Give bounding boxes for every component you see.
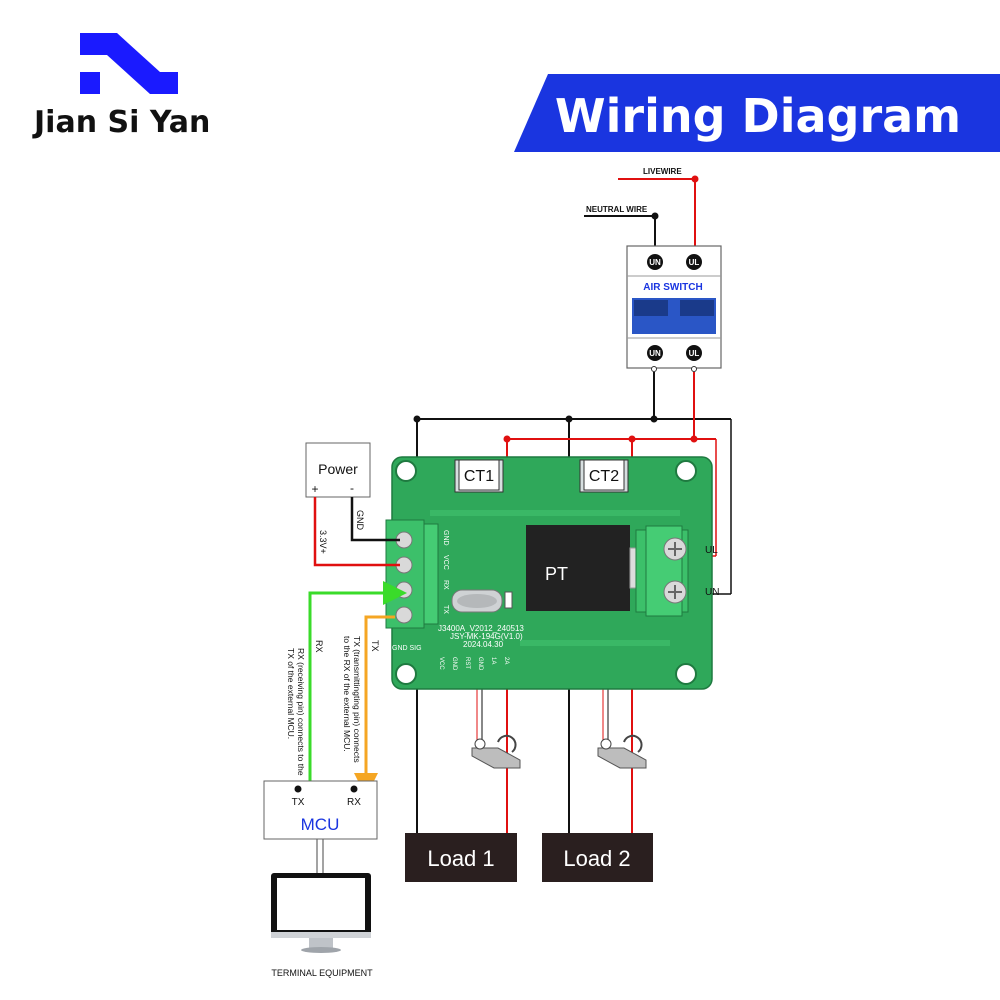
neutral-wire-label: NEUTRAL WIRE — [586, 205, 648, 214]
mains-terminal — [635, 525, 689, 617]
page-title: Wiring Diagram — [555, 89, 961, 143]
metering-board: PT J3400A_V2012_240513 JSY-MK-194G(V1.0)… — [385, 456, 713, 690]
load-1-label: Load 1 — [427, 846, 494, 871]
pin-label-tx: TX — [442, 605, 449, 614]
mcu-rx-label: RX — [347, 797, 361, 808]
load-2-label: Load 2 — [563, 846, 630, 871]
pin-label-rx: RX — [442, 580, 449, 590]
brand-name: Jian Si Yan — [32, 105, 210, 140]
air-switch-un-bottom — [647, 345, 663, 361]
air-switch-ul-top — [686, 254, 702, 270]
svg-text:UN: UN — [649, 258, 661, 267]
monitor-icon — [271, 873, 371, 953]
bottom-pin-label: 1A — [490, 657, 496, 664]
title-banner: Wiring Diagram — [514, 74, 1000, 152]
board-silk-2: JSY-MK-194G(V1.0) — [450, 632, 523, 641]
tx-wire — [354, 615, 395, 797]
vcc-wire-label: 3.3V+ — [318, 530, 328, 554]
ct2-label: CT2 — [589, 468, 619, 485]
mcu-box: TX RX MCU — [263, 780, 378, 840]
pt-label: PT — [545, 564, 568, 584]
board-silk-3: 2024.04.30 — [463, 640, 504, 649]
gnd-wire — [350, 497, 400, 542]
rx-wire — [308, 581, 407, 785]
board-small-left: GND SIG — [392, 645, 422, 652]
tx-note-line2: to the RX of the external MCU. — [342, 636, 352, 752]
tx-wire-label: TX — [370, 640, 380, 652]
live-wire-label: LIVEWIRE — [643, 167, 682, 176]
svg-text:UL: UL — [689, 258, 700, 267]
switch-toggle-left — [634, 300, 668, 316]
bottom-pin-label: GND — [451, 657, 457, 671]
bottom-pin-label: VCC — [438, 657, 444, 670]
pt-transformer — [526, 525, 630, 611]
svg-text:+: + — [311, 482, 318, 496]
load-2: Load 2 — [542, 833, 653, 882]
air-switch-un-top — [647, 254, 663, 270]
signal-terminal: GND VCC RX TX — [385, 519, 449, 629]
rx-wire-label: RX — [314, 640, 324, 653]
mcu-tx-label: TX — [292, 797, 305, 808]
jsy-logo-icon — [80, 33, 178, 94]
pin-label-vcc: VCC — [442, 555, 449, 570]
air-switch-ul-bottom — [686, 345, 702, 361]
gnd-wire-label: GND — [355, 510, 365, 531]
brand-logo: Jian Si Yan — [32, 33, 210, 140]
bottom-pin-label: GND — [477, 657, 483, 671]
bottom-pin-label: RST — [464, 657, 470, 669]
power-label: Power — [318, 461, 358, 477]
terminal-equipment-label: TERMINAL EQUIPMENT — [271, 968, 373, 978]
ct1-clamp — [471, 734, 521, 769]
vcc-wire — [313, 497, 400, 567]
terminal-un-label: UN — [705, 587, 719, 598]
signal-screw-rx[interactable] — [395, 581, 413, 599]
air-switch: UN UL AIR SWITCH UN UL — [626, 245, 722, 372]
bottom-header: VCC GND RST GND 1A 2A — [438, 657, 509, 671]
svg-text:UN: UN — [649, 349, 661, 358]
air-switch-label: AIR SWITCH — [643, 282, 702, 293]
bottom-pin-label: 2A — [503, 657, 509, 664]
board-silk-1: J3400A_V2012_240513 — [438, 624, 524, 633]
power-supply: Power + - — [305, 442, 371, 498]
signal-screw-tx[interactable] — [395, 606, 413, 624]
switch-toggle-right — [680, 300, 714, 316]
mcu-label: MCU — [301, 815, 340, 834]
pin-label-gnd: GND — [442, 530, 449, 546]
load-1: Load 1 — [405, 833, 517, 882]
svg-text:-: - — [350, 481, 354, 495]
svg-text:UL: UL — [689, 349, 700, 358]
tx-note-line1: TX (transmittingting pin) connects — [352, 636, 362, 763]
rx-note-line1: RX (receiving pin) connects to the — [296, 648, 306, 776]
ct1-label: CT1 — [464, 468, 494, 485]
rx-note-line2: TX of the external MCU. — [286, 648, 296, 739]
ct2-clamp — [597, 734, 647, 769]
terminal-ul-label: UL — [705, 545, 718, 556]
